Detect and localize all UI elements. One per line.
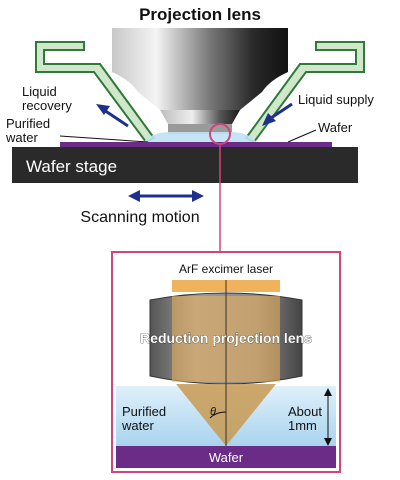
label-theta: θ: [210, 406, 216, 418]
label-scanning-motion: Scanning motion: [80, 209, 199, 226]
label-purified-water-2: water: [5, 130, 38, 145]
label-detail-wafer: Wafer: [209, 450, 244, 465]
label-purified-water-1: Purified: [6, 116, 50, 131]
theta-arc: [209, 411, 227, 419]
scan-arrow-icon: [128, 190, 204, 202]
detail-inset: ArF excimer laser θ Reduction projection…: [111, 251, 341, 473]
label-arf-laser: ArF excimer laser: [179, 262, 273, 276]
title-projection-lens: Projection lens: [139, 5, 261, 24]
wafer-leader: [287, 129, 317, 143]
recovery-nozzle: [35, 41, 156, 144]
label-wafer-top: Wafer: [318, 120, 353, 135]
supply-arrow-icon: [262, 102, 293, 126]
purified-water-leader: [59, 135, 149, 143]
label-liquid-supply: Liquid supply: [298, 92, 374, 107]
wafer-stage: [12, 147, 358, 183]
label-liquid-recovery-2: recovery: [22, 98, 72, 113]
detail-wafer: [116, 446, 336, 468]
label-about-1: About: [288, 404, 322, 419]
projection-lens: [112, 28, 288, 134]
label-detail-water-2: water: [121, 418, 154, 433]
label-wafer-stage: Wafer stage: [26, 157, 117, 176]
label-detail-water-1: Purified: [122, 404, 166, 419]
label-about-2: 1mm: [288, 418, 317, 433]
label-reduction-lens: Reduction projection lens: [140, 330, 312, 346]
recovery-arrow-icon: [96, 104, 129, 128]
gap-dimension-arrow-icon: [324, 388, 332, 446]
label-liquid-recovery-1: Liquid: [22, 84, 57, 99]
wafer-top: [60, 142, 332, 147]
supply-nozzle: [244, 41, 365, 144]
